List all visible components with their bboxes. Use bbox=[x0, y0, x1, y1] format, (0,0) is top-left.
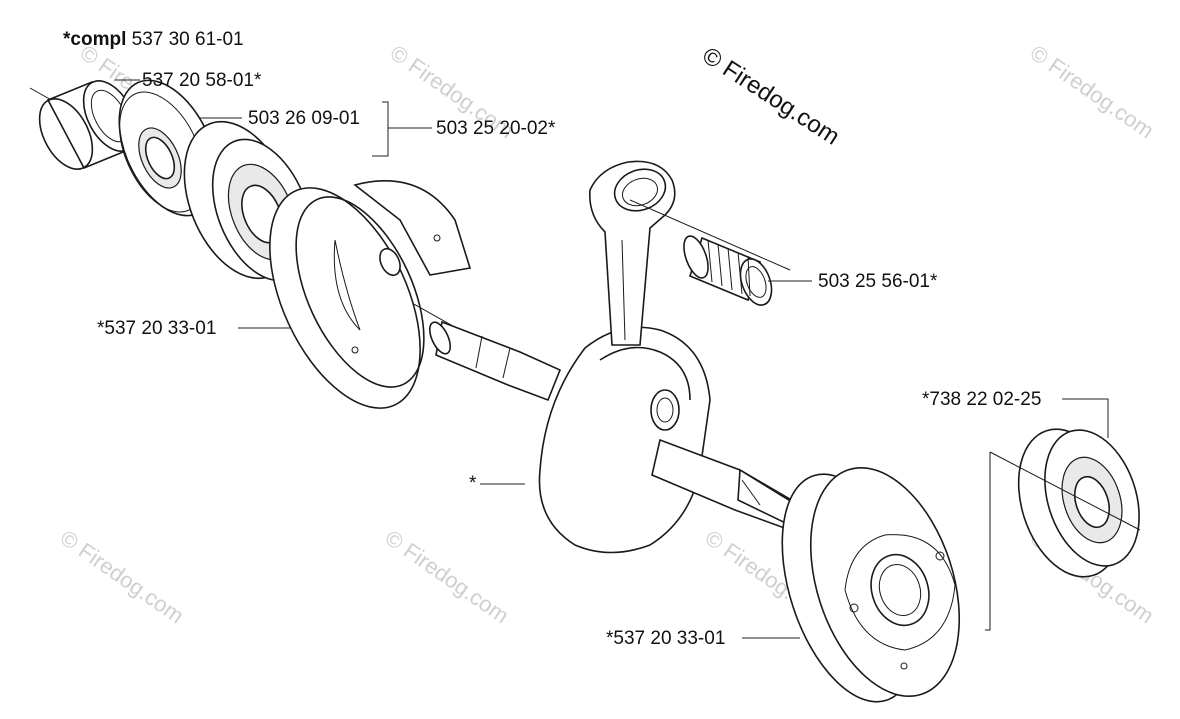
rod-axis bbox=[629, 199, 791, 271]
callout-bearing-right: *738 22 02-25 bbox=[922, 389, 1042, 410]
callout-seal-bearing-kit: 503 25 20-02* bbox=[436, 118, 556, 139]
callout-sleeve: 537 20 58-01* bbox=[142, 70, 262, 91]
assembly-number: 537 30 61-01 bbox=[131, 29, 244, 50]
assembly-label: *compl 537 30 61-01 bbox=[63, 30, 244, 49]
callout-crankshaft: * bbox=[469, 473, 477, 494]
crankcase-half-left-part bbox=[269, 180, 472, 409]
needle-bearing-part bbox=[683, 235, 773, 306]
callout-needle-bearing: 503 25 56-01* bbox=[818, 271, 938, 292]
ball-bearing-left-part bbox=[183, 120, 313, 282]
crankshaft-part bbox=[428, 160, 809, 554]
leader-bearing-right bbox=[1062, 398, 1109, 438]
leader-kit-bracket bbox=[372, 101, 389, 157]
right-bracket-line bbox=[985, 452, 991, 631]
callout-seal: 503 26 09-01 bbox=[248, 108, 360, 129]
ball-bearing-right-part bbox=[1017, 428, 1140, 578]
callout-crankcase-half-right: *537 20 33-01 bbox=[606, 628, 726, 649]
shaft-axis-right bbox=[989, 451, 1141, 531]
assembly-prefix: *compl bbox=[63, 29, 127, 50]
crankcase-half-right-part bbox=[781, 467, 961, 703]
callout-crankcase-half-left: *537 20 33-01 bbox=[97, 318, 217, 339]
